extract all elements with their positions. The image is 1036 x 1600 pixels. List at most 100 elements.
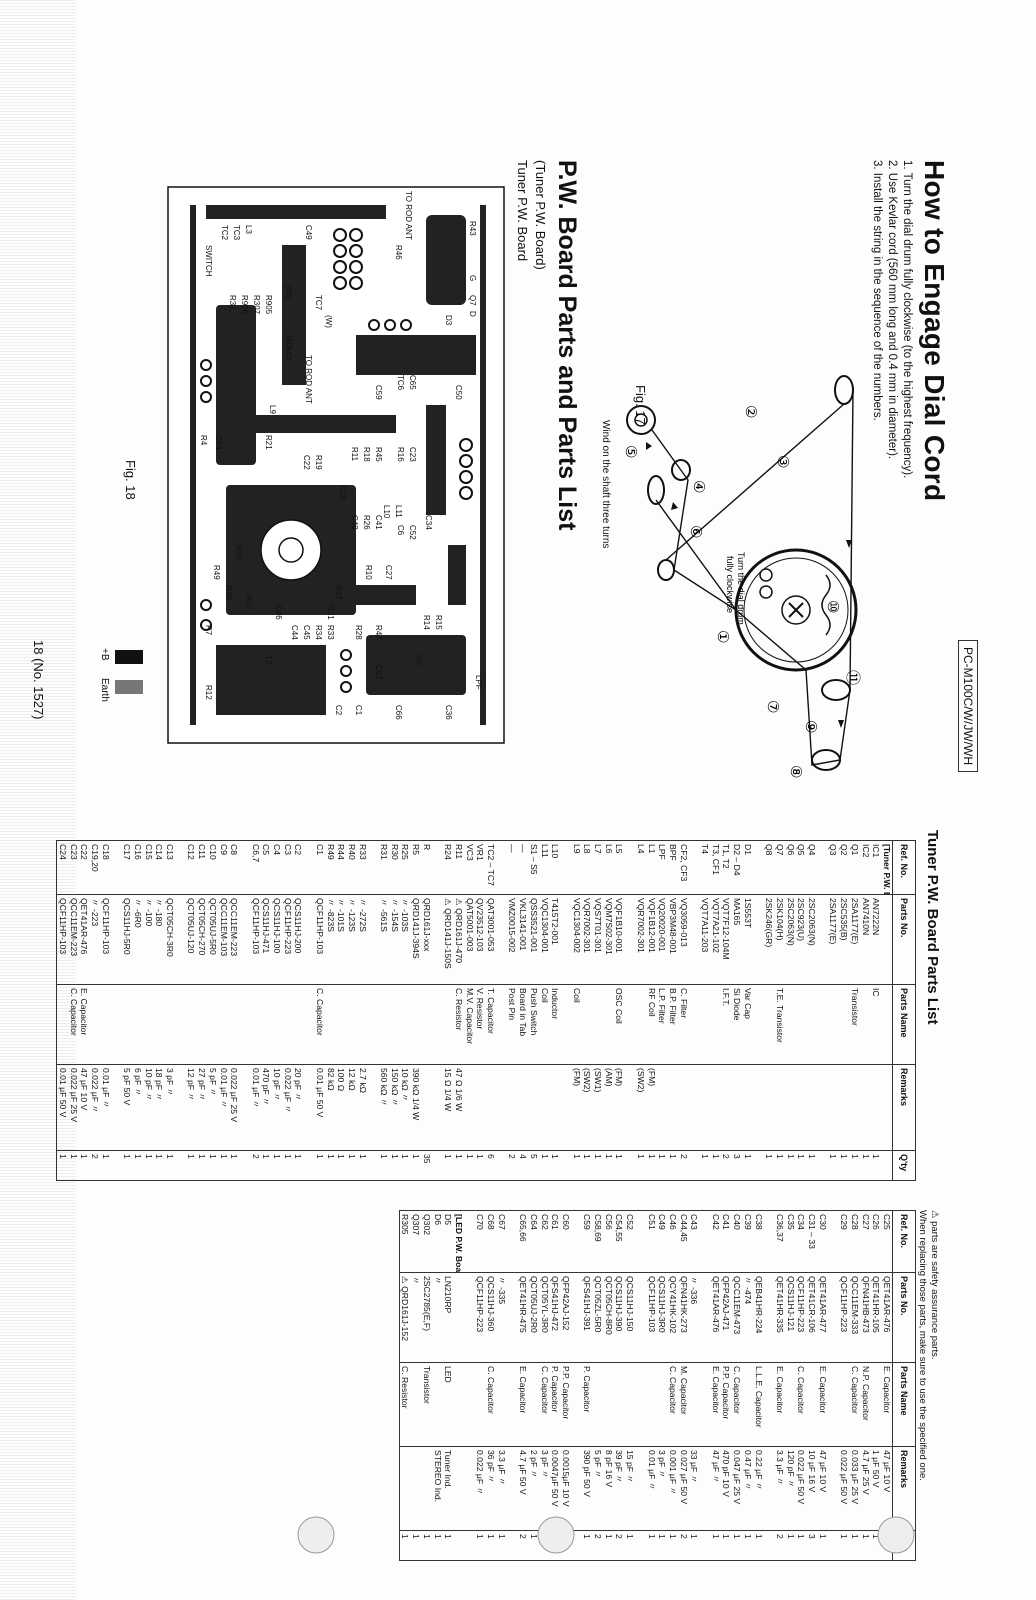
table-cell: 1	[442, 1150, 454, 1181]
table-cell: QCF11HP-103	[100, 894, 111, 985]
table-cell	[303, 984, 315, 1065]
table-cell: C. Capacitor	[538, 1362, 550, 1447]
table-cell: 2SA1177(E)	[827, 894, 839, 985]
table-cell: 12 kΩ	[346, 1064, 357, 1151]
table-cell: 1	[292, 1150, 304, 1181]
col-parts-no: Parts No.	[892, 894, 916, 985]
table-cell: VR1	[474, 840, 486, 895]
table-cell	[817, 1150, 828, 1181]
table-cell: C65,66	[517, 1210, 529, 1273]
table-cell: QET41AR-476	[710, 1272, 721, 1363]
table-cell: 〃 -101S	[335, 894, 347, 985]
pcb-label: C59	[374, 385, 383, 400]
table-cell: C. Capacitor	[731, 1362, 743, 1447]
table-cell: R49	[324, 840, 336, 895]
table-cell: 1	[389, 1150, 400, 1181]
table-cell: IC2	[859, 840, 871, 895]
table-cell: 1	[314, 1150, 325, 1181]
table-cell: 1	[859, 1150, 871, 1181]
table-cell: R44	[335, 840, 347, 895]
table-cell: QV23512-103	[474, 894, 486, 985]
table-cell: QCC11EM-223	[228, 894, 240, 985]
table-cell: N.P. Capacitor	[859, 1362, 871, 1447]
table-cell: 0.022 μF 25 V	[228, 1064, 240, 1151]
dial-cord-diagram: ③ ② ① ⑩ ⑪ ⑨ ⑧ ⑦ ⑥ ④ ⑤ Turn the dial drum…	[622, 375, 862, 778]
table-cell	[560, 1150, 571, 1181]
table-cell: VQ3059-013	[677, 894, 689, 985]
table-cell: L.L.E. Capacitor	[752, 1362, 764, 1447]
table-cell: C10	[207, 840, 218, 895]
table-cell: 〃 -6R0	[132, 894, 143, 985]
table-cell: C42	[710, 1210, 721, 1273]
table-cell: C11	[196, 840, 208, 895]
seq-number-6: ⑥	[687, 525, 705, 538]
pcb-label: TC3	[232, 225, 241, 241]
table-cell: 2SK104(H)	[774, 894, 785, 985]
table-cell: QCC11EM-473	[731, 1272, 743, 1363]
table-cell: C54,55	[613, 1210, 625, 1273]
table-cell: QRD141J-394S	[410, 894, 422, 985]
pcb-label: R32	[228, 295, 237, 310]
table-cell	[185, 984, 197, 1065]
table-cell	[110, 840, 122, 895]
table-cell	[335, 984, 347, 1065]
table-cell: QSS3521-001	[528, 894, 539, 985]
table-cell: 1	[68, 1150, 79, 1181]
table-cell: QRD161J-xxx	[421, 894, 432, 985]
table-cell: QCT05CH-270	[196, 894, 208, 985]
table-cell	[635, 984, 646, 1065]
pw-board-subtitle: (Tuner P.W. Board)	[533, 160, 548, 270]
table-cell: 1	[656, 1150, 668, 1181]
table-cell: R	[421, 840, 432, 895]
table-cell	[121, 984, 133, 1065]
table-cell: C39	[742, 1210, 753, 1273]
table-cell: Post Pin	[506, 984, 518, 1065]
table-cell: 1	[635, 1150, 646, 1181]
table-cell: 12 pF 〃	[185, 1064, 197, 1151]
table-cell: P.P. Capacitor	[560, 1362, 571, 1447]
table-cell	[699, 1362, 711, 1447]
table-cell	[496, 1150, 507, 1181]
table-cell: 6	[485, 1150, 497, 1181]
table-cell	[217, 984, 229, 1065]
table-cell	[581, 984, 593, 1065]
pcb-label: C41	[374, 515, 383, 530]
table-cell: R31	[378, 840, 390, 895]
table-cell	[645, 1362, 657, 1447]
pcb-layout-figure: R43 G Q7 D C50 C65 TC6 C23 R16 C52 C6 R1…	[167, 186, 505, 744]
table-cell: 2SK246(GR)	[763, 894, 775, 985]
table-cell: 1	[763, 1150, 775, 1181]
table-cell: 1	[603, 1150, 614, 1181]
table-cell: D5	[442, 1210, 454, 1273]
legend-b-swatch	[115, 650, 143, 664]
table-cell: 10 pF 〃	[142, 1064, 154, 1151]
table-cell: C. Capacitor	[68, 984, 79, 1065]
table-cell: 1	[324, 1150, 336, 1181]
table-cell	[164, 984, 176, 1065]
table-cell: P. Capacitor	[581, 1362, 593, 1447]
table-cell: QET41HR-105	[870, 1272, 882, 1363]
table-cell: 1	[581, 1150, 593, 1181]
table-cell: Q302	[421, 1210, 432, 1273]
table-cell: 27 pF 〃	[196, 1064, 208, 1151]
pcb-label: C2	[334, 705, 343, 716]
table-cell	[752, 1150, 764, 1181]
table-cell: ⚠ QRD161J-152	[399, 1272, 411, 1363]
table-cell	[817, 984, 828, 1065]
table-row	[367, 840, 379, 1181]
table-cell	[635, 1210, 646, 1273]
pcb-label: R21	[264, 435, 273, 450]
seq-number-1: ①	[714, 630, 732, 643]
legend-earth-swatch	[115, 680, 143, 694]
table-cell	[356, 984, 368, 1065]
table-cell	[282, 984, 293, 1065]
